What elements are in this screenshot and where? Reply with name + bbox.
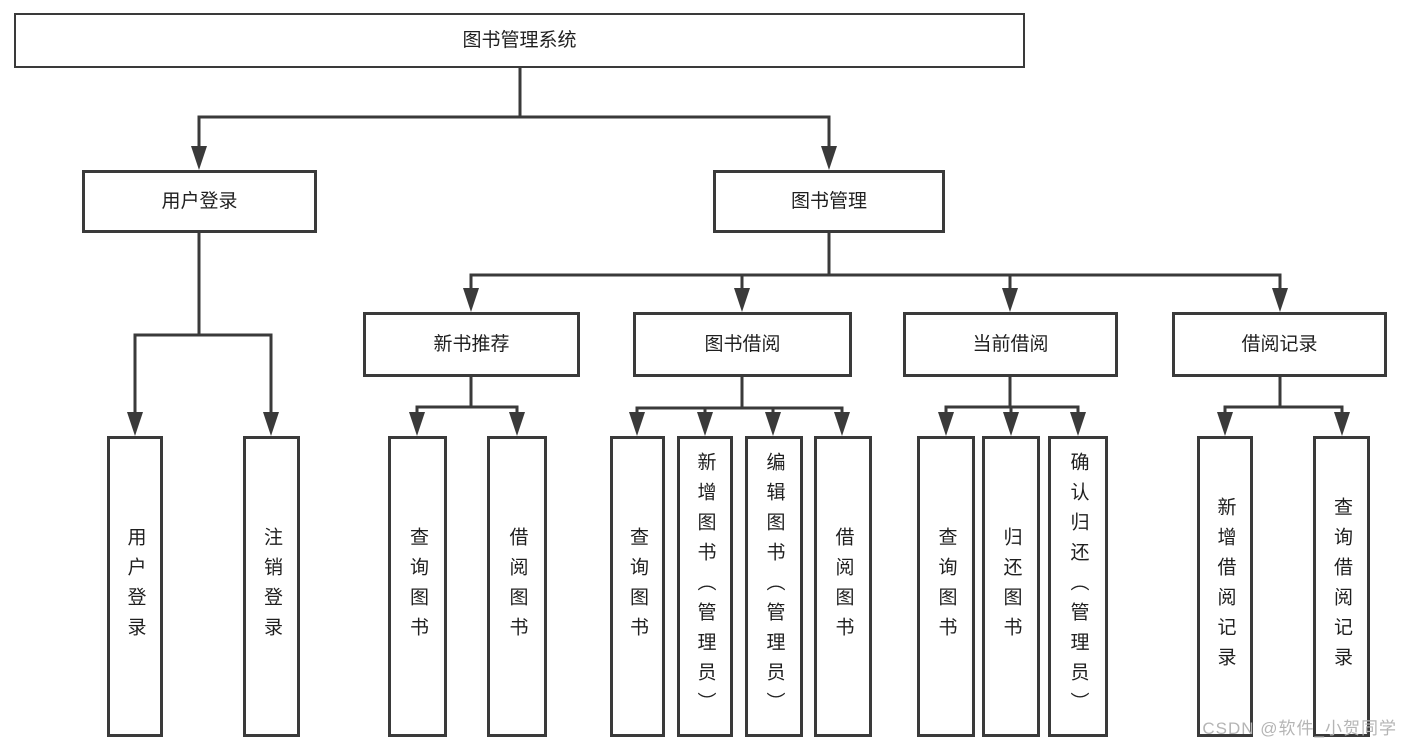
edges-borrow-record-children (1217, 377, 1350, 436)
leaf-edit-books-admin: 编辑图书（管理员） (745, 436, 803, 737)
leaf-add-borrow-record: 新增借阅记录 (1197, 436, 1253, 737)
node-book-borrow: 图书借阅 (633, 312, 852, 377)
node-current-borrow-label: 当前借阅 (972, 334, 1049, 355)
leaf-add-books-admin-label: 新增图书（管理员） (694, 451, 716, 722)
leaf-return-books-label: 归还图书 (1000, 526, 1022, 647)
leaf-logout-label: 注销登录 (261, 526, 282, 647)
edges-book-borrow-children (629, 377, 850, 436)
leaf-borrow-books-label: 借阅图书 (832, 526, 854, 647)
leaf-query-books-borrow-label: 查询图书 (627, 526, 648, 647)
edges-root-to-level2 (191, 68, 837, 170)
node-borrow-record: 借阅记录 (1172, 312, 1387, 377)
edges-book-management-children (463, 233, 1288, 312)
csdn-watermark: CSDN @软件_小贺同学 (1202, 719, 1397, 738)
leaf-query-books-borrow: 查询图书 (610, 436, 665, 737)
leaf-query-borrow-record: 查询借阅记录 (1313, 436, 1370, 737)
edges-current-borrow-children (938, 377, 1086, 436)
node-library-system: 图书管理系统 (14, 13, 1025, 68)
leaf-add-borrow-record-label: 新增借阅记录 (1214, 496, 1236, 677)
node-borrow-record-label: 借阅记录 (1241, 334, 1318, 355)
leaf-borrow-books-recommend: 借阅图书 (487, 436, 547, 737)
node-new-book-recommend: 新书推荐 (363, 312, 580, 377)
node-user-login-label: 用户登录 (161, 191, 238, 212)
edges-user-login-children (127, 233, 279, 436)
leaf-query-borrow-record-label: 查询借阅记录 (1331, 496, 1352, 677)
node-library-system-label: 图书管理系统 (462, 30, 577, 51)
leaf-user-login-label: 用户登录 (124, 526, 146, 647)
node-user-login: 用户登录 (82, 170, 317, 233)
leaf-query-books-current: 查询图书 (917, 436, 975, 737)
leaf-return-books: 归还图书 (982, 436, 1040, 737)
node-new-book-recommend-label: 新书推荐 (433, 334, 510, 355)
edges-new-book-recommend-children (409, 377, 525, 436)
leaf-confirm-return-admin-label: 确认归还（管理员） (1067, 451, 1089, 722)
leaf-confirm-return-admin: 确认归还（管理员） (1048, 436, 1108, 737)
leaf-borrow-books-recommend-label: 借阅图书 (506, 526, 528, 647)
node-book-management: 图书管理 (713, 170, 945, 233)
leaf-logout: 注销登录 (243, 436, 300, 737)
node-book-borrow-label: 图书借阅 (704, 334, 781, 355)
leaf-add-books-admin: 新增图书（管理员） (677, 436, 733, 737)
leaf-edit-books-admin-label: 编辑图书（管理员） (763, 451, 785, 722)
leaf-user-login: 用户登录 (107, 436, 163, 737)
node-book-management-label: 图书管理 (790, 191, 867, 212)
leaf-query-books-current-label: 查询图书 (935, 526, 957, 647)
leaf-query-books-recommend-label: 查询图书 (407, 526, 428, 647)
leaf-query-books-recommend: 查询图书 (388, 436, 447, 737)
leaf-borrow-books: 借阅图书 (814, 436, 872, 737)
node-current-borrow: 当前借阅 (903, 312, 1118, 377)
